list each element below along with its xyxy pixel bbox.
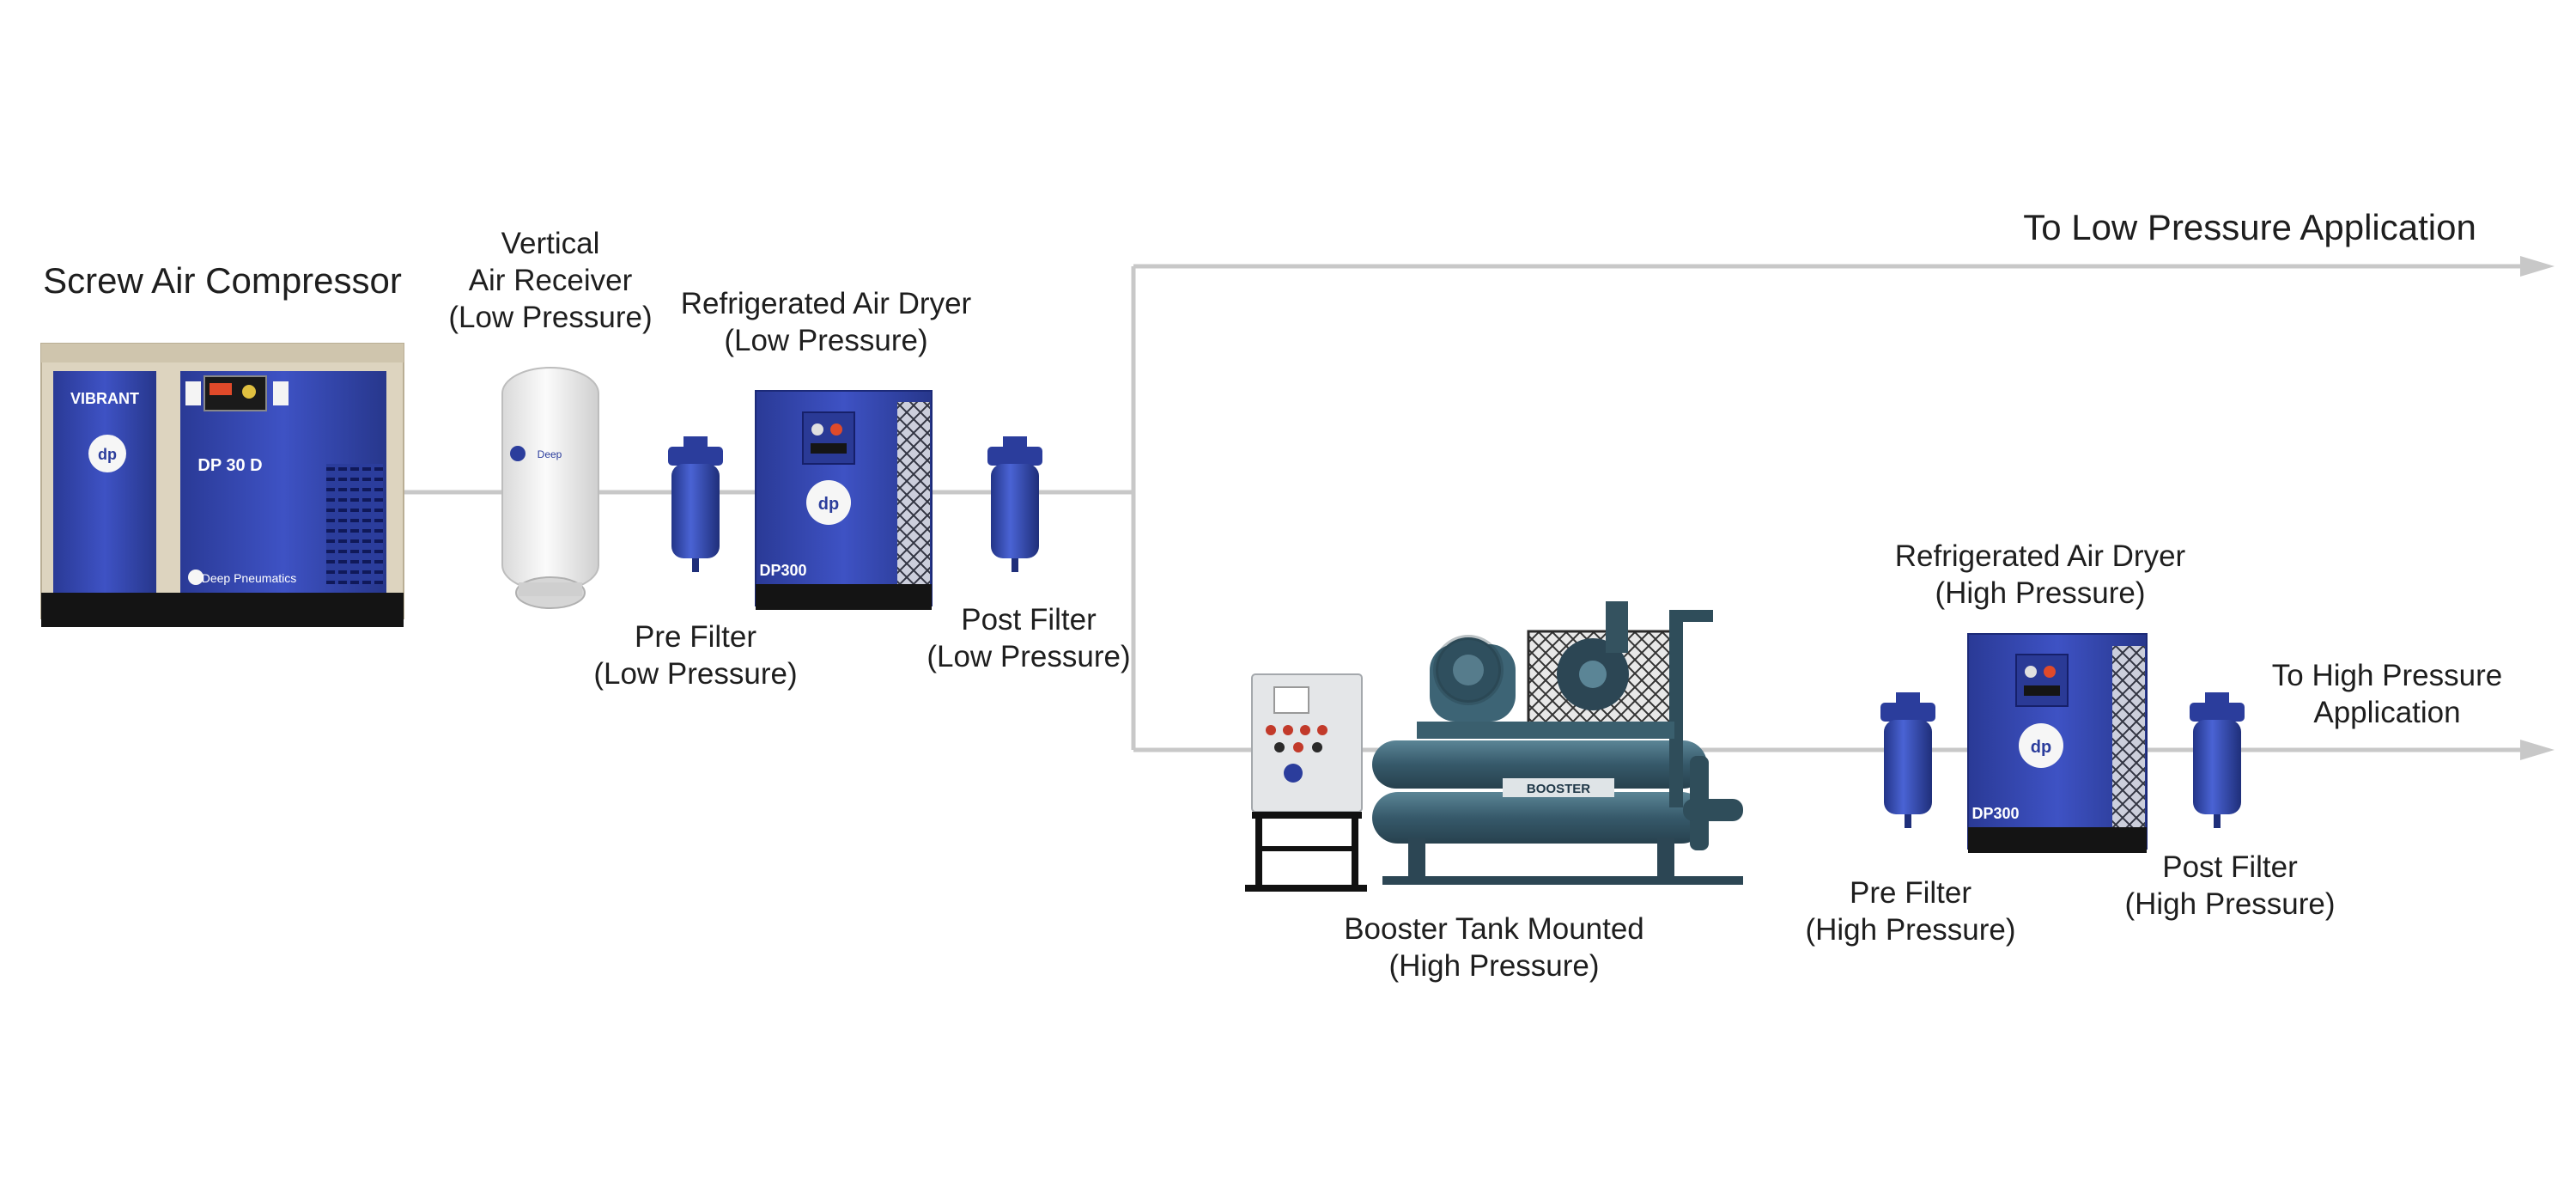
- compressor-maker-text: Deep Pneumatics: [202, 571, 297, 585]
- compressor-brand-text: VIBRANT: [70, 390, 139, 407]
- svg-text:dp: dp: [98, 446, 117, 463]
- high-pressure-output-label: To High Pressure Application: [2258, 657, 2516, 731]
- compressor-model-text: DP 30 D: [197, 456, 262, 475]
- booster-label-line2: (High Pressure): [1388, 949, 1600, 983]
- compressor-logo: [88, 435, 126, 472]
- lp-post-filter-label: Post Filter (Low Pressure): [926, 601, 1132, 675]
- low-pressure-output-label: To Low Pressure Application: [2023, 207, 2476, 247]
- booster-label-line1: Booster Tank Mounted: [1344, 912, 1644, 946]
- hp-pre-filter: [1880, 692, 1935, 828]
- air-receiver-label: Vertical Air Receiver (Low Pressure): [443, 225, 658, 336]
- lp-pre-filter-label: Pre Filter (Low Pressure): [592, 618, 799, 692]
- compressor-title: Screw Air Compressor: [43, 260, 402, 301]
- booster-control-panel: [1245, 673, 1367, 892]
- low-pressure-arrow-head: [2520, 256, 2555, 277]
- hp-dryer-label-line1: Refrigerated Air Dryer: [1894, 539, 2186, 573]
- vertical-air-receiver: Deep: [501, 367, 599, 609]
- lp-pre-filter-label-line2: (Low Pressure): [593, 657, 798, 691]
- lp-pre-filter: [668, 436, 723, 572]
- high-pressure-output-label-line1: To High Pressure: [2271, 659, 2503, 692]
- lp-refrigerated-air-dryer: dp DP300: [755, 390, 933, 610]
- lp-pre-filter-label-line1: Pre Filter: [635, 620, 756, 654]
- booster-tank-mounted: BOOSTER: [1245, 601, 1743, 892]
- high-pressure-output-label-line2: Application: [2313, 696, 2461, 729]
- air-receiver-label-line2: Air Receiver: [468, 264, 633, 297]
- lp-dryer-model-text: DP300: [759, 562, 806, 579]
- hp-pre-filter-label-line1: Pre Filter: [1850, 876, 1971, 910]
- screw-air-compressor: dp VIBRANT DP 30 D Deep Pneumatics: [40, 343, 404, 627]
- svg-text:dp: dp: [818, 495, 839, 514]
- hp-dryer-label: Refrigerated Air Dryer (High Pressure): [1886, 538, 2195, 612]
- lp-dryer-label-line2: (Low Pressure): [724, 324, 928, 357]
- hp-post-filter-label-line1: Post Filter: [2162, 850, 2298, 884]
- hp-post-filter: [2190, 692, 2245, 828]
- lp-post-filter: [987, 436, 1042, 572]
- svg-text:dp: dp: [2031, 738, 2051, 757]
- air-receiver-label-line3: (Low Pressure): [448, 301, 653, 334]
- booster-plate-text: BOOSTER: [1527, 782, 1590, 796]
- booster-label: Booster Tank Mounted (High Pressure): [1340, 911, 1649, 984]
- lp-post-filter-label-line2: (Low Pressure): [927, 640, 1131, 673]
- hp-dryer-model-text: DP300: [1971, 805, 2019, 822]
- hp-post-filter-label-line2: (High Pressure): [2124, 887, 2336, 921]
- air-receiver-label-line1: Vertical: [501, 227, 600, 260]
- hp-dryer-label-line2: (High Pressure): [1935, 576, 2146, 610]
- svg-text:Deep: Deep: [538, 448, 562, 460]
- hp-pre-filter-label-line2: (High Pressure): [1805, 913, 2016, 947]
- hp-pre-filter-label: Pre Filter (High Pressure): [1803, 874, 2018, 948]
- lp-dryer-label: Refrigerated Air Dryer (Low Pressure): [671, 285, 981, 359]
- high-pressure-arrow-head: [2520, 740, 2555, 760]
- hp-refrigerated-air-dryer: dp DP300: [1967, 633, 2148, 853]
- lp-post-filter-label-line1: Post Filter: [961, 603, 1097, 637]
- hp-post-filter-label: Post Filter (High Pressure): [2123, 849, 2337, 923]
- lp-dryer-label-line1: Refrigerated Air Dryer: [680, 287, 972, 320]
